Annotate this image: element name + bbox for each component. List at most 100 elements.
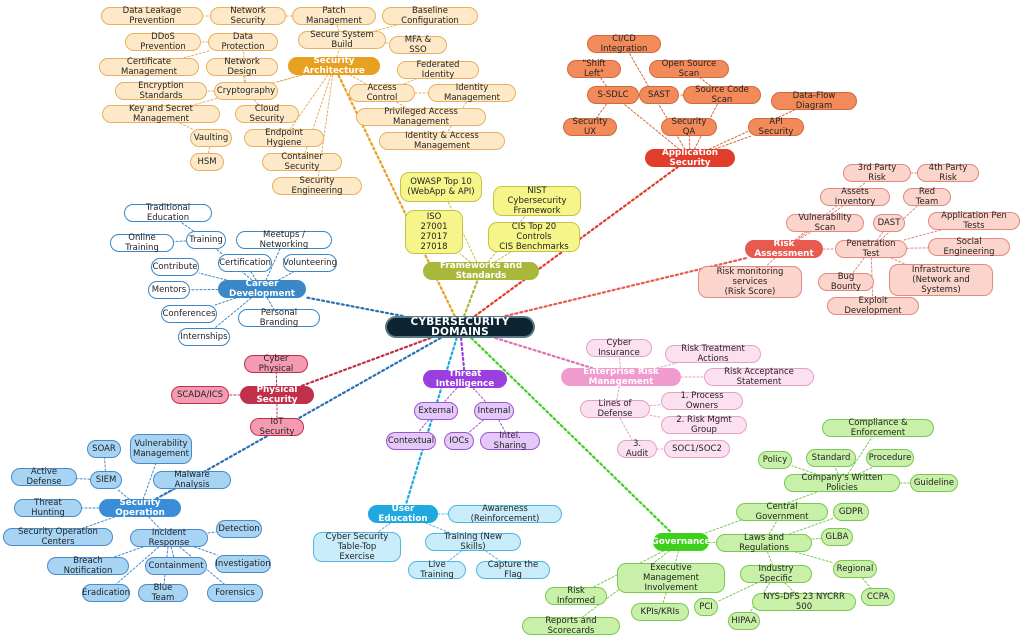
governance-item-node[interactable]: Reports and Scorecards (522, 616, 620, 636)
appsec-item-node[interactable]: SAST (639, 86, 679, 104)
appsec-item-node[interactable]: API Security (748, 117, 804, 137)
architecture-item-node[interactable]: Data Protection (208, 32, 278, 52)
governance-item-node[interactable]: GDPR (833, 503, 869, 521)
risk-item-node[interactable]: 3rd Party Risk (843, 163, 911, 183)
threat-item-node[interactable]: External (414, 402, 458, 420)
risk-item-node[interactable]: Red Team (903, 187, 951, 207)
career-item-node[interactable]: Internships (178, 328, 230, 346)
architecture-item-node[interactable]: Identity Management (428, 83, 516, 103)
architecture-main-node[interactable]: Security Architecture (288, 56, 380, 76)
architecture-item-node[interactable]: Security Engineering (272, 176, 362, 196)
architecture-item-node[interactable]: Key and Secret Management (102, 104, 220, 124)
center-node[interactable]: CYBERSECURITY DOMAINS (385, 316, 535, 338)
enterprise-item-node[interactable]: 2. Risk Mgmt Group (661, 415, 747, 435)
governance-item-node[interactable]: PCI (694, 598, 718, 616)
architecture-item-node[interactable]: Identity & Access Management (379, 131, 505, 151)
appsec-item-node[interactable]: Security UX (563, 117, 617, 137)
governance-item-node[interactable]: Company's Written Policies (784, 473, 900, 493)
frameworks-main-node[interactable]: Frameworks and Standards (423, 261, 539, 281)
threat-item-node[interactable]: Intel. Sharing (480, 431, 540, 451)
risk-item-node[interactable]: Assets Inventory (820, 187, 890, 207)
threat-item-node[interactable]: Internal (474, 402, 514, 420)
education-item-node[interactable]: Cyber Security Table-Top Exercise (313, 532, 401, 562)
career-item-node[interactable]: Conferences (161, 305, 217, 323)
appsec-item-node[interactable]: Data-Flow Diagram (771, 91, 857, 111)
architecture-item-node[interactable]: Network Security (210, 6, 286, 26)
career-main-node[interactable]: Career Development (218, 279, 306, 299)
governance-item-node[interactable]: Policy (758, 451, 792, 469)
appsec-item-node[interactable]: CI/CD Integration (587, 34, 661, 54)
secops-item-node[interactable]: SOAR (87, 440, 121, 458)
secops-item-node[interactable]: Active Defense (11, 467, 77, 487)
governance-item-node[interactable]: Procedure (866, 449, 914, 467)
architecture-item-node[interactable]: Access Control (349, 83, 415, 103)
appsec-item-node[interactable]: Security QA (661, 117, 717, 137)
risk-item-node[interactable]: Vulnerability Scan (786, 213, 864, 233)
risk-item-node[interactable]: Penetration Test (835, 239, 907, 259)
secops-item-node[interactable]: Detection (216, 520, 262, 538)
risk-main-node[interactable]: Risk Assessment (745, 239, 823, 259)
career-item-node[interactable]: Training (186, 231, 226, 249)
architecture-item-node[interactable]: Baseline Configuration (382, 6, 478, 26)
physical-main-node[interactable]: Physical Security (240, 385, 314, 405)
architecture-item-node[interactable]: Network Design (206, 57, 278, 77)
governance-item-node[interactable]: Central Government (736, 502, 828, 522)
architecture-item-node[interactable]: Data Leakage Prevention (101, 6, 203, 26)
physical-item-node[interactable]: IoT Security (250, 417, 304, 437)
enterprise-item-node[interactable]: 3. Audit (617, 439, 657, 459)
architecture-item-node[interactable]: MFA & SSO (389, 35, 447, 55)
secops-item-node[interactable]: Forensics (207, 584, 263, 602)
enterprise-item-node[interactable]: Risk Acceptance Statement (704, 367, 814, 387)
secops-item-node[interactable]: Threat Hunting (14, 498, 82, 518)
career-item-node[interactable]: Volunteering (283, 254, 337, 272)
education-item-node[interactable]: Training (New Skills) (425, 532, 521, 552)
education-item-node[interactable]: Awareness (Reinforcement) (448, 504, 562, 524)
governance-item-node[interactable]: GLBA (821, 528, 853, 546)
secops-item-node[interactable]: Breach Notification (47, 556, 129, 576)
architecture-item-node[interactable]: HSM (190, 153, 224, 171)
architecture-item-node[interactable]: Cloud Security (235, 104, 299, 124)
secops-item-node[interactable]: Malware Analysis (153, 470, 231, 490)
enterprise-main-node[interactable]: Enterprise Risk Management (561, 367, 681, 387)
frameworks-item-node[interactable]: OWASP Top 10 (WebApp & API) (400, 172, 482, 202)
risk-item-node[interactable]: Application Pen Tests (928, 211, 1020, 231)
threat-main-node[interactable]: Threat Intelligence (423, 369, 507, 389)
risk-item-node[interactable]: Bug Bounty (818, 272, 874, 292)
architecture-item-node[interactable]: Secure System Build (298, 30, 386, 50)
secops-item-node[interactable]: Vulnerability Management (130, 434, 192, 464)
appsec-main-node[interactable]: Application Security (645, 148, 735, 168)
education-item-node[interactable]: Capture the Flag (476, 560, 550, 580)
governance-item-node[interactable]: Standard (806, 449, 856, 467)
enterprise-item-node[interactable]: SOC1/SOC2 (664, 440, 730, 458)
architecture-item-node[interactable]: Encryption Standards (115, 81, 207, 101)
frameworks-item-node[interactable]: CIS Top 20 Controls CIS Benchmarks (488, 222, 580, 252)
enterprise-item-node[interactable]: Cyber Insurance (586, 338, 652, 358)
architecture-item-node[interactable]: Container Security (262, 152, 342, 172)
architecture-item-node[interactable]: Federated Identity (397, 60, 479, 80)
governance-item-node[interactable]: Industry Specific (740, 564, 812, 584)
enterprise-item-node[interactable]: Lines of Defense (580, 399, 650, 419)
career-item-node[interactable]: Mentors (148, 281, 190, 299)
enterprise-item-node[interactable]: Risk Treatment Actions (665, 344, 761, 364)
architecture-item-node[interactable]: Patch Management (292, 6, 376, 26)
appsec-item-node[interactable]: S-SDLC (587, 86, 639, 104)
physical-item-node[interactable]: Cyber Physical (244, 354, 308, 374)
governance-item-node[interactable]: Executive Management Involvement (617, 563, 725, 593)
risk-item-node[interactable]: 4th Party Risk (917, 163, 979, 183)
secops-item-node[interactable]: Security Operation Centers (3, 527, 113, 547)
risk-item-node[interactable]: Social Engineering (928, 237, 1010, 257)
education-item-node[interactable]: Live Training (408, 560, 466, 580)
governance-item-node[interactable]: Laws and Regulations (716, 533, 812, 553)
frameworks-item-node[interactable]: NIST Cybersecurity Framework (493, 186, 581, 216)
governance-item-node[interactable]: KPIs/KRIs (631, 603, 689, 621)
governance-main-node[interactable]: Governance (652, 533, 710, 551)
career-item-node[interactable]: Personal Branding (238, 308, 320, 328)
risk-item-node[interactable]: Infrastructure (Network and Systems) (889, 264, 993, 296)
risk-item-node[interactable]: DAST (873, 214, 905, 232)
education-main-node[interactable]: User Education (368, 504, 438, 524)
governance-item-node[interactable]: Regional (833, 560, 877, 578)
architecture-item-node[interactable]: Vaulting (190, 129, 232, 147)
governance-item-node[interactable]: Compliance & Enforcement (822, 418, 934, 438)
secops-item-node[interactable]: Eradication (82, 584, 130, 602)
career-item-node[interactable]: Certification (218, 254, 272, 272)
